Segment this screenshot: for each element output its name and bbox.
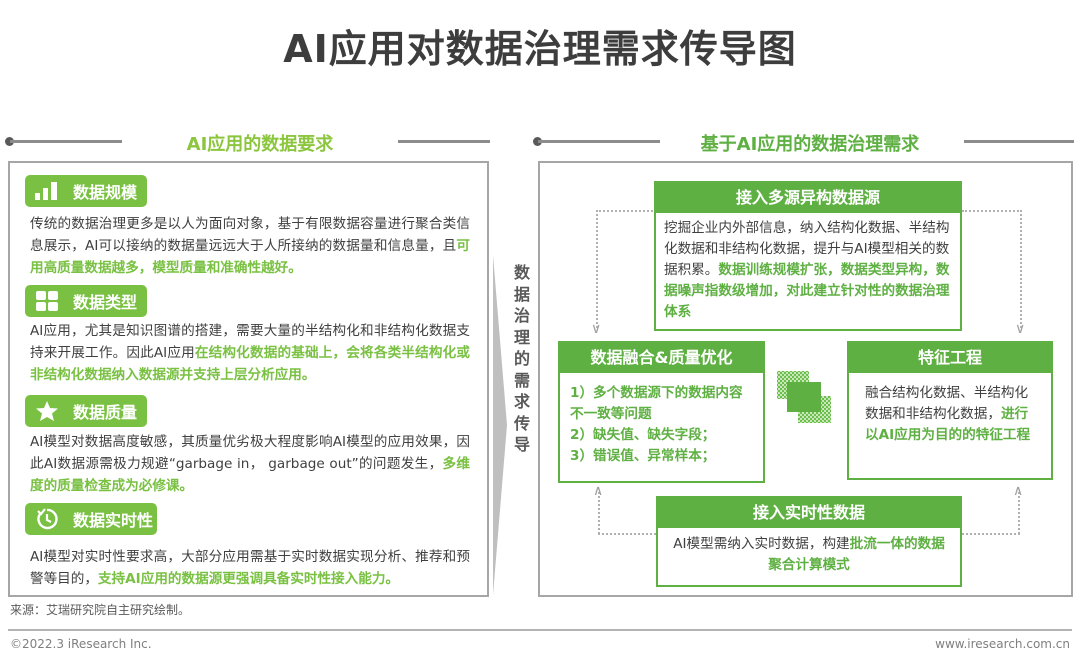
right-section-title: 基于AI应用的数据治理需求	[700, 134, 920, 155]
connector-line	[596, 210, 656, 212]
connector-line	[962, 533, 1020, 535]
section-dot	[5, 137, 14, 146]
connector-line	[598, 533, 656, 535]
source-note: 来源：艾瑞研究院自主研究绘制。	[10, 603, 191, 617]
box-text: 挖掘企业内外部信息，纳入结构化数据、半结构化数据和非结构化数据，提升与AI模型相…	[664, 220, 950, 320]
section-line	[10, 140, 122, 143]
connector-line	[1018, 492, 1020, 534]
box-text: AI模型需纳入实时数据，构建批流一体的数据聚合计算模式	[673, 536, 945, 573]
website-link: www.iresearch.com.cn	[935, 637, 1070, 651]
connector-line	[596, 210, 598, 328]
section-line	[398, 140, 490, 143]
data-quality-text: AI模型对数据高度敏感，其质量优劣极大程度影响AI模型的应用效果，因此AI数据源…	[30, 434, 471, 494]
feature-box: 特征工程 融合结构化数据、半结构化数据和非结构化数据，进行以AI应用为目的的特征…	[847, 341, 1053, 480]
fusion-box: 数据融合&质量优化 1）多个数据源下的数据内容不一致等问题 2）缺失值、缺失字段…	[558, 341, 765, 483]
box-text: 1）多个数据源下的数据内容不一致等问题 2）缺失值、缺失字段； 3）错误值、异常…	[570, 385, 743, 464]
box-title: 接入多源异构数据源	[656, 183, 960, 213]
box-title: 接入实时性数据	[658, 498, 960, 528]
box-title: 特征工程	[849, 343, 1051, 373]
box-text: 融合结构化数据、半结构化数据和非结构化数据，进行以AI应用为目的的特征工程	[865, 385, 1031, 443]
section-line	[538, 140, 660, 143]
star-icon	[33, 400, 61, 422]
bar-chart-icon	[33, 180, 61, 202]
data-scale-text: 传统的数据治理更多是以人为面向对象，基于有限数据容量进行聚合类信息展示，AI可以…	[30, 216, 470, 276]
multi-source-box: 接入多源异构数据源 挖掘企业内外部信息，纳入结构化数据、半结构化数据和非结构化数…	[654, 181, 962, 331]
chevron-down-icon: ∨	[1015, 321, 1026, 337]
label-text: 数据质量	[73, 403, 138, 422]
chevron-up-icon: ∧	[593, 483, 604, 499]
grid-icon	[33, 290, 61, 312]
connector-line	[962, 210, 1022, 212]
label-text: 数据规模	[73, 183, 138, 202]
page-title: AI应用对数据治理需求传导图	[283, 27, 797, 71]
connector-line	[598, 492, 600, 534]
box-title: 数据融合&质量优化	[560, 343, 763, 373]
data-realtime-text: AI模型对实时性要求高，大部分应用需基于实时数据实现分析、推荐和预警等目的，支持…	[30, 549, 470, 587]
left-section-title: AI应用的数据要求	[186, 134, 334, 155]
data-type-text: AI应用，尤其是知识图谱的搭建，需要大量的半结构化和非结构化数据支持来开展工作。…	[30, 323, 471, 383]
transmission-arrow-icon	[493, 255, 507, 595]
realtime-box: 接入实时性数据 AI模型需纳入实时数据，构建批流一体的数据聚合计算模式	[656, 496, 962, 587]
section-line	[964, 140, 1074, 143]
copyright: ©2022.3 iResearch Inc.	[10, 637, 152, 651]
label-data-scale: 数据规模	[25, 175, 147, 207]
chevron-down-icon: ∨	[591, 321, 602, 337]
label-data-type: 数据类型	[25, 285, 147, 317]
connector-line	[1020, 210, 1022, 328]
layers-icon	[777, 371, 831, 423]
label-text: 数据类型	[73, 293, 138, 312]
label-data-quality: 数据质量	[25, 395, 147, 427]
transmission-label: 数据治理的需求传导	[513, 263, 530, 454]
clock-icon	[33, 508, 61, 530]
chevron-up-icon: ∧	[1013, 483, 1024, 499]
label-text: 数据实时性	[73, 511, 154, 530]
label-data-realtime: 数据实时性	[25, 503, 157, 535]
footer-divider	[8, 629, 1072, 631]
section-dot	[533, 137, 542, 146]
